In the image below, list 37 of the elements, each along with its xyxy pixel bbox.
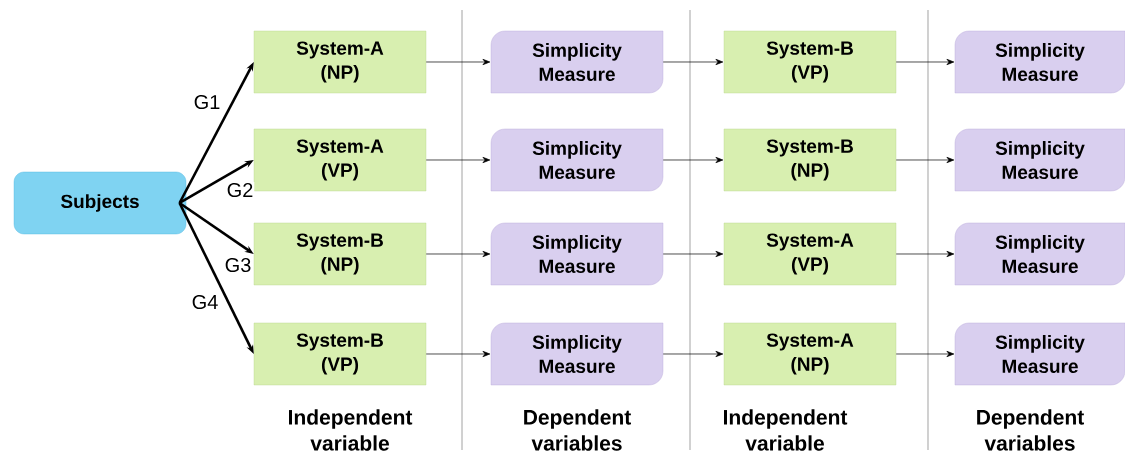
measure-box: Simplicity Measure — [954, 30, 1125, 94]
arrow — [662, 156, 724, 164]
arrow — [425, 250, 491, 258]
measure-box: Simplicity Measure — [490, 322, 664, 386]
edge-label: G2 — [225, 181, 255, 199]
measure-box: Simplicity Measure — [490, 30, 664, 94]
measure-box: Simplicity Measure — [490, 222, 664, 286]
arrow — [662, 250, 724, 258]
arrow — [895, 156, 955, 164]
rounded-box: Subjects — [13, 171, 187, 235]
process-box: System-A (VP) — [723, 222, 897, 286]
process-box: System-B (NP) — [253, 222, 427, 286]
column-heading: Dependent variables — [977, 409, 1084, 451]
edge-label: G1 — [192, 93, 222, 111]
measure-box: Simplicity Measure — [954, 128, 1125, 192]
arrow — [895, 250, 955, 258]
arrow — [662, 58, 724, 66]
measure-box: Simplicity Measure — [954, 322, 1125, 386]
arrow — [425, 58, 491, 66]
process-box: System-A (NP) — [723, 322, 897, 386]
column-heading: Independent variable — [724, 409, 848, 451]
process-box: System-A (VP) — [253, 128, 427, 192]
process-box: System-B (VP) — [723, 30, 897, 94]
arrow — [425, 156, 491, 164]
measure-box: Simplicity Measure — [954, 222, 1125, 286]
process-box: System-A (NP) — [253, 30, 427, 94]
process-box: System-B (VP) — [253, 322, 427, 386]
arrow — [895, 58, 955, 66]
column-heading: Dependent variables — [524, 409, 631, 451]
edge-label: G4 — [190, 293, 220, 311]
edge-label: G3 — [223, 256, 253, 274]
measure-box: Simplicity Measure — [490, 128, 664, 192]
arrow — [425, 350, 491, 358]
arrow — [895, 350, 955, 358]
column-heading: Independent variable — [289, 409, 413, 451]
process-box: System-B (NP) — [723, 128, 897, 192]
arrow — [662, 350, 724, 358]
